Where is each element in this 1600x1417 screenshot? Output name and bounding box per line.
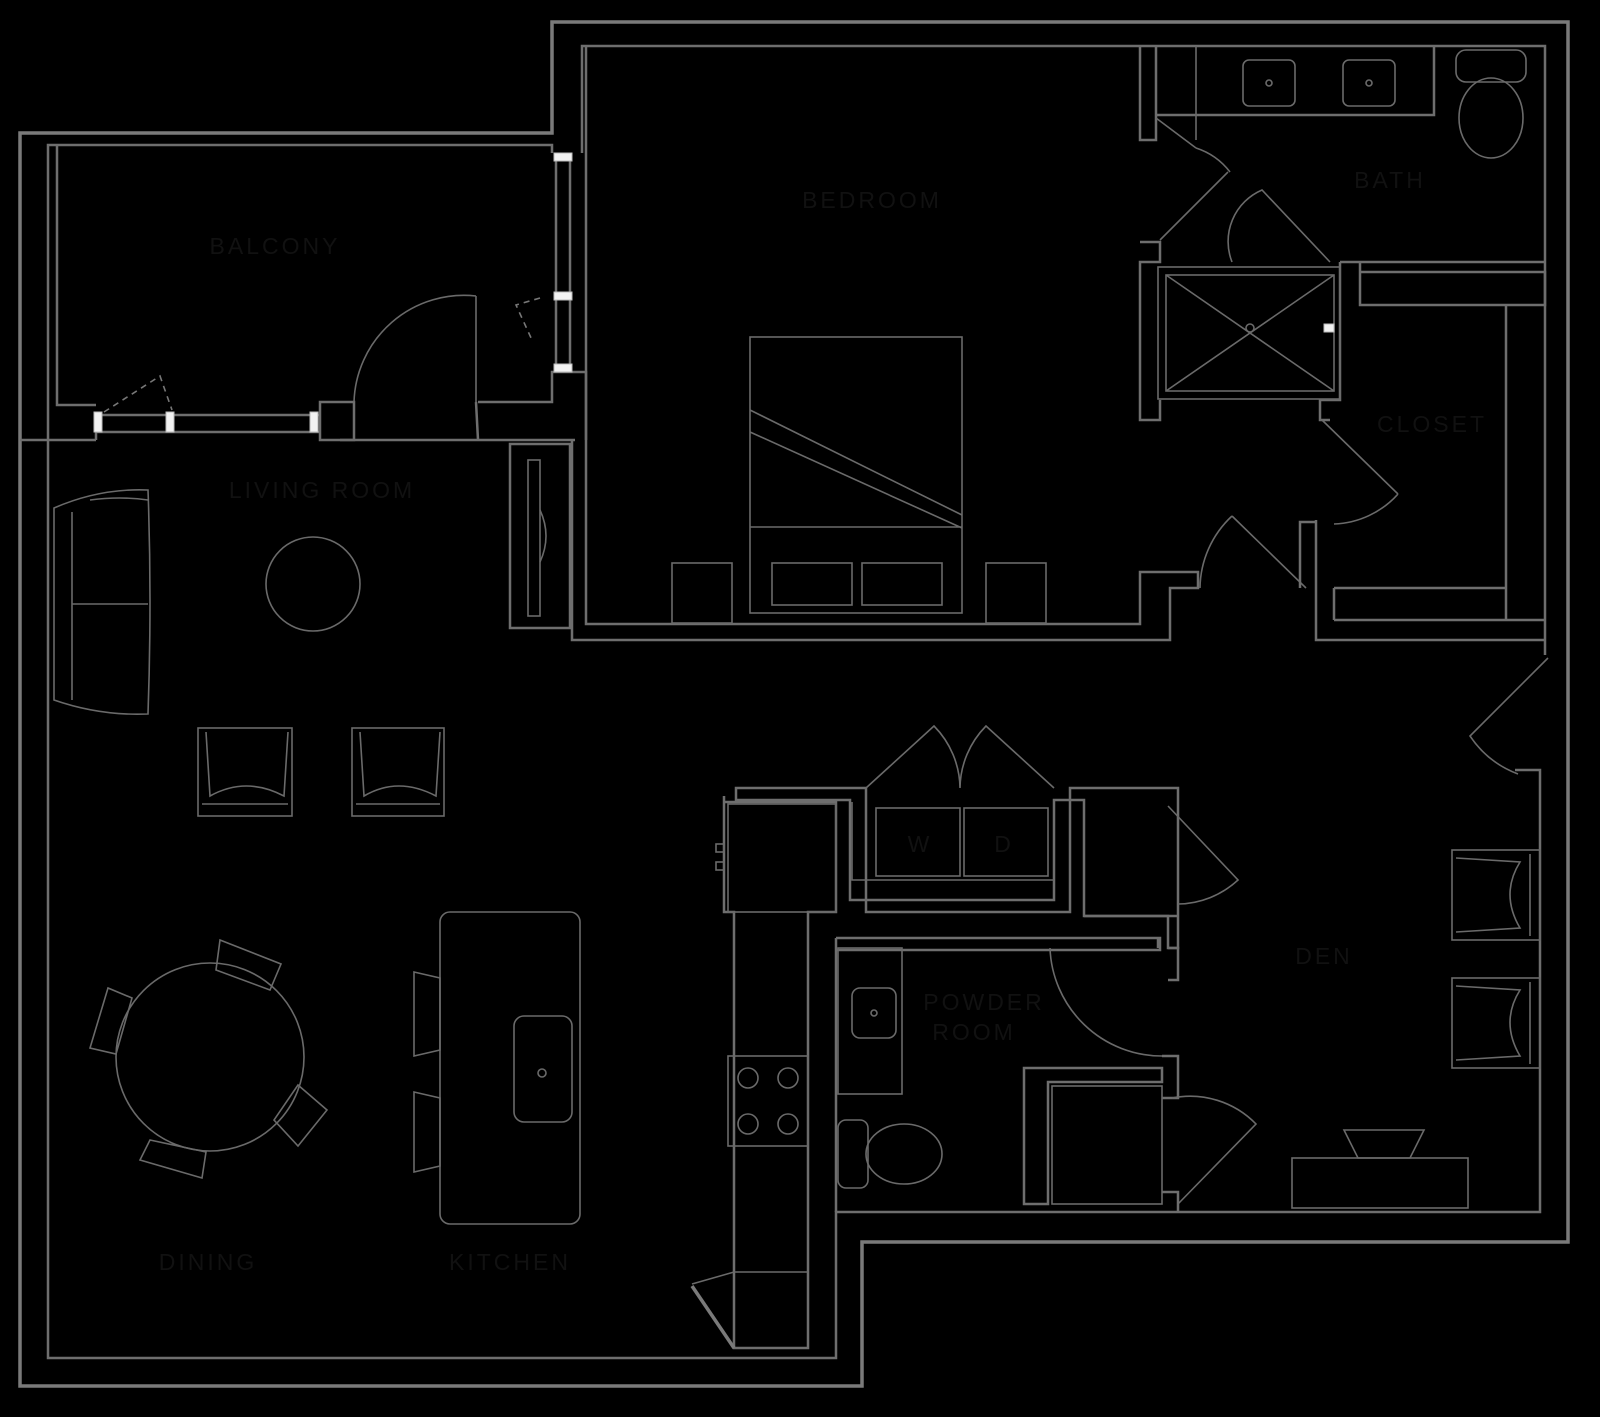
armchair (1451, 849, 1541, 941)
toilet (1458, 77, 1524, 159)
sofa (53, 489, 151, 716)
window-marker (165, 411, 175, 433)
balcony (55, 145, 588, 442)
dining-chair (138, 1139, 207, 1180)
sink (851, 987, 897, 1039)
window-marker (309, 411, 319, 433)
nightstand (985, 562, 1047, 624)
stool (413, 1090, 441, 1174)
vanity (837, 947, 903, 1095)
label-living-room: LIVING ROOM (229, 477, 415, 503)
sink (1242, 59, 1296, 107)
label-dining: DINING (159, 1249, 258, 1275)
pillow (771, 562, 853, 606)
washer (875, 807, 961, 877)
water-heater-closet (1051, 1085, 1163, 1205)
label-den: DEN (1295, 943, 1353, 969)
armchair (1451, 977, 1541, 1069)
label-washer: W (908, 831, 933, 857)
kitchen (413, 796, 838, 1350)
label-bedroom: BEDROOM (802, 187, 942, 213)
armchair (197, 727, 293, 817)
coffee-table (265, 536, 361, 632)
label-balcony: BALCONY (210, 233, 341, 259)
armchair (351, 727, 445, 817)
kitchen-sink (513, 1015, 573, 1123)
den (1291, 657, 1549, 1209)
dining-chair (272, 1083, 329, 1148)
bath (1138, 46, 1547, 422)
pillow (861, 562, 943, 606)
tv (1342, 1129, 1426, 1159)
stool (413, 970, 441, 1058)
refrigerator (727, 803, 837, 913)
dining-chair (88, 986, 133, 1055)
dining-chair (215, 938, 283, 992)
label-bath: BATH (1354, 167, 1426, 193)
label-closet: CLOSET (1377, 411, 1487, 437)
living-area (53, 489, 445, 1180)
nightstand (671, 562, 733, 624)
label-powder-room-2: ROOM (932, 1019, 1016, 1045)
wardrobe (508, 442, 572, 630)
cooktop (727, 1055, 809, 1147)
dryer (963, 807, 1049, 877)
powder-room (834, 936, 1258, 1212)
bed (749, 336, 963, 614)
kitchen-island (439, 911, 581, 1225)
bedroom (508, 46, 1307, 642)
window-marker (93, 411, 103, 433)
laundry (734, 724, 1240, 950)
toilet-tank (837, 1119, 869, 1189)
exterior-walls (18, 20, 1570, 1388)
toilet (865, 1123, 943, 1185)
sink (1342, 59, 1396, 107)
shower (1157, 266, 1341, 400)
label-powder-room: POWDER (923, 989, 1045, 1015)
label-dryer: D (994, 831, 1014, 857)
dining-table (115, 962, 305, 1152)
label-kitchen: KITCHEN (449, 1249, 571, 1275)
toilet-tank (1455, 49, 1527, 83)
closet (1298, 305, 1545, 642)
media-console (1291, 1157, 1469, 1209)
room-labels: BALCONY BEDROOM BATH CLOSET LIVING ROOM … (159, 167, 1487, 1275)
